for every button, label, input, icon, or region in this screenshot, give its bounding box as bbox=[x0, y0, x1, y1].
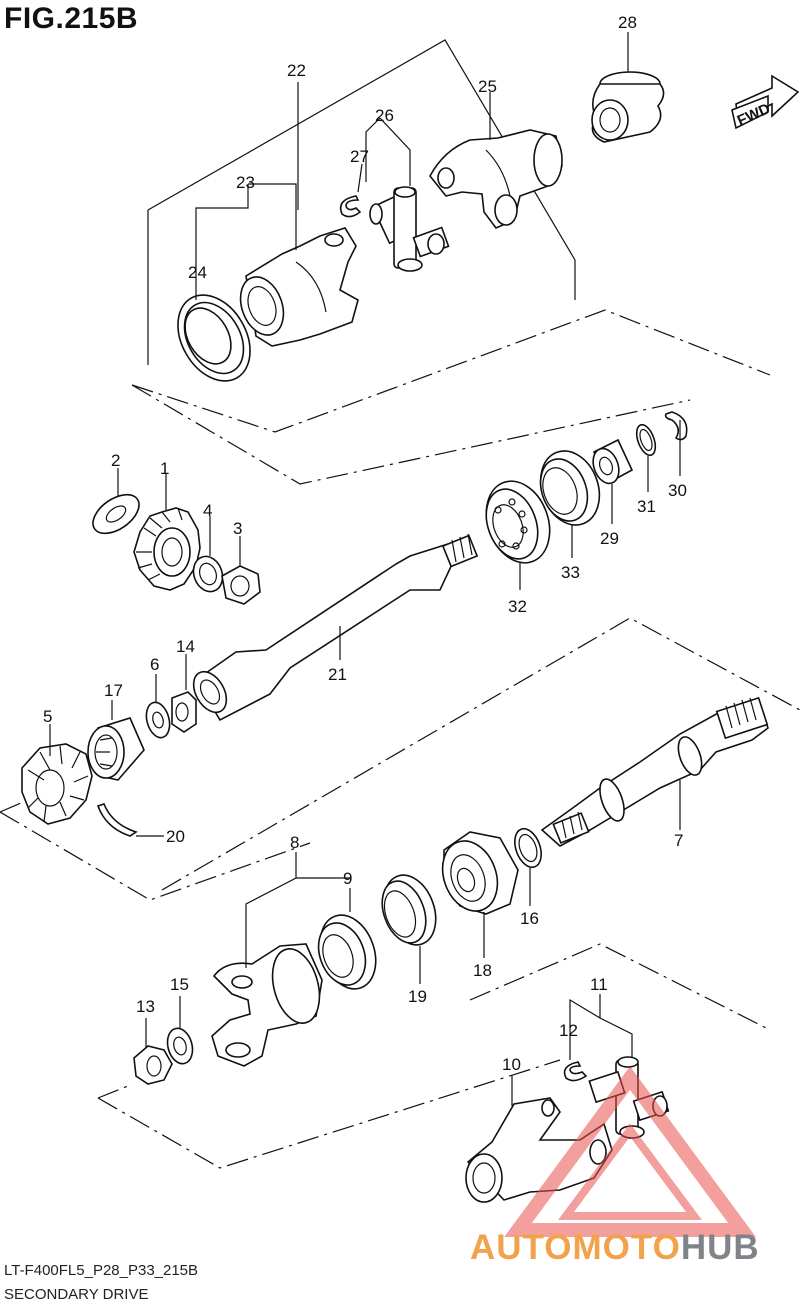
callout-21: 21 bbox=[328, 665, 347, 684]
part-8-yoke bbox=[211, 943, 323, 1067]
part-27-circlip bbox=[339, 195, 362, 218]
figure-title: FIG.215B bbox=[4, 2, 139, 35]
part-18-bearing bbox=[441, 831, 519, 915]
callout-12: 12 bbox=[559, 1021, 578, 1040]
part-16-ring bbox=[514, 827, 542, 869]
part-23-yoke bbox=[239, 227, 359, 347]
part-15-washer bbox=[166, 1027, 194, 1065]
callout-10: 10 bbox=[502, 1055, 521, 1074]
part-31-ring bbox=[635, 423, 657, 457]
part-30-circlip bbox=[664, 411, 688, 441]
callout-19: 19 bbox=[408, 987, 427, 1006]
part-2-washer bbox=[92, 493, 140, 535]
callout-24: 24 bbox=[188, 263, 207, 282]
part-6-washer bbox=[145, 701, 171, 739]
callout-11: 11 bbox=[590, 975, 608, 994]
callout-8: 8 bbox=[290, 833, 299, 852]
part-32-bearing bbox=[485, 480, 551, 564]
callout-4: 4 bbox=[203, 501, 212, 520]
callout-6: 6 bbox=[150, 655, 159, 674]
callout-15: 15 bbox=[170, 975, 189, 994]
part-3-nut bbox=[221, 565, 261, 605]
part-4-washer bbox=[192, 555, 224, 593]
callout-7: 7 bbox=[674, 831, 683, 850]
leader-lines bbox=[49, 32, 681, 1106]
callout-33: 33 bbox=[561, 563, 580, 582]
watermark-logo: AUTOMOTOHUB bbox=[470, 1228, 760, 1268]
part-21-drive-shaft bbox=[192, 533, 479, 722]
part-24-oil-seal bbox=[177, 294, 251, 382]
part-9-oil-seal bbox=[317, 914, 377, 990]
callout-31: 31 bbox=[637, 497, 656, 516]
callout-14: 14 bbox=[176, 637, 195, 656]
part-29-collar bbox=[592, 438, 634, 485]
fwd-arrow-icon: FWD bbox=[731, 74, 800, 130]
part-17-bearing bbox=[87, 717, 145, 781]
callout-20: 20 bbox=[166, 827, 185, 846]
callout-labels: 22 23 24 26 27 25 28 2 1 4 3 21 32 33 29… bbox=[43, 13, 687, 1074]
watermark-triangle-icon bbox=[504, 1066, 756, 1237]
watermark-text-part1: AUTOMOTO bbox=[470, 1228, 681, 1267]
callout-1: 1 bbox=[160, 459, 169, 478]
part-7-secondary-shaft bbox=[540, 696, 769, 847]
part-20-circlip bbox=[96, 803, 138, 837]
part-26-spider bbox=[369, 186, 450, 272]
callout-16: 16 bbox=[520, 909, 539, 928]
callout-17: 17 bbox=[104, 681, 123, 700]
part-14-nut bbox=[171, 691, 197, 733]
callout-2: 2 bbox=[111, 451, 120, 470]
callout-27: 27 bbox=[350, 147, 369, 166]
part-5-bevel-gear bbox=[21, 743, 93, 825]
callout-25: 25 bbox=[478, 77, 497, 96]
callout-28: 28 bbox=[618, 13, 637, 32]
callout-26: 26 bbox=[375, 106, 394, 125]
callout-3: 3 bbox=[233, 519, 242, 538]
diagram-subtitle: SECONDARY DRIVE bbox=[4, 1286, 149, 1303]
callout-9: 9 bbox=[343, 869, 352, 888]
part-1-bevel-gear bbox=[133, 507, 201, 591]
part-33-oil-seal bbox=[539, 450, 601, 526]
part-13-nut bbox=[133, 1045, 173, 1085]
callout-30: 30 bbox=[668, 481, 687, 500]
joint-group-frame bbox=[97, 943, 771, 1169]
part-19-oil-seal bbox=[381, 874, 437, 946]
part-25-yoke bbox=[429, 129, 563, 229]
drawing-code: LT-F400FL5_P28_P33_215B bbox=[4, 1262, 199, 1279]
callout-29: 29 bbox=[600, 529, 619, 548]
callout-13: 13 bbox=[136, 997, 155, 1016]
callout-5: 5 bbox=[43, 707, 52, 726]
part-28-boot bbox=[591, 71, 665, 143]
callout-32: 32 bbox=[508, 597, 527, 616]
callout-18: 18 bbox=[473, 961, 492, 980]
part-12-circlip bbox=[563, 1061, 588, 1082]
callout-23: 23 bbox=[236, 173, 255, 192]
callout-22: 22 bbox=[287, 61, 306, 80]
watermark-text-part2: HUB bbox=[680, 1228, 760, 1267]
drive-shaft-frame bbox=[0, 617, 800, 901]
